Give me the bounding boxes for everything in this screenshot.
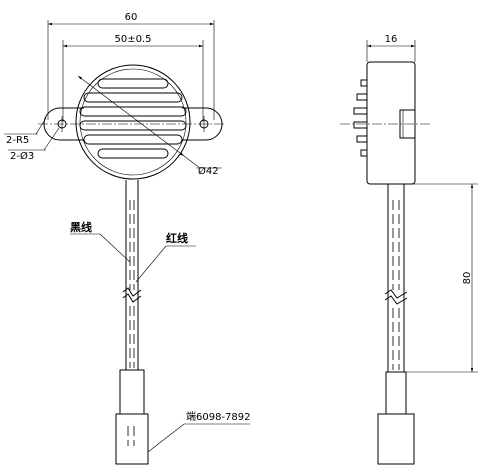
front-view: 60 50±0.5 bbox=[4, 12, 251, 465]
red-wire-callout: 红线 bbox=[135, 231, 196, 283]
black-wire-label: 黑线 bbox=[70, 220, 92, 234]
dim-wire-length-label: 80 bbox=[462, 272, 473, 285]
dim-wire-length: 80 bbox=[404, 183, 478, 373]
dim-overall-width-label: 60 bbox=[125, 12, 138, 23]
connector bbox=[115, 369, 149, 465]
dim-hole-diameter-label: 2-Ø3 bbox=[10, 150, 34, 162]
side-connector bbox=[377, 371, 415, 465]
side-wire bbox=[384, 184, 408, 372]
side-fins bbox=[353, 79, 368, 157]
black-wire-callout: 黑线 bbox=[70, 220, 131, 263]
connector-callout: 端6098-7892 bbox=[147, 410, 251, 453]
dim-mount-spacing: 50±0.5 bbox=[62, 34, 204, 122]
dim-overall-width: 60 bbox=[47, 12, 215, 120]
side-housing bbox=[366, 61, 416, 185]
body-inner-circle bbox=[79, 68, 187, 176]
dim-body-diameter-label: Ø42 bbox=[198, 165, 219, 177]
dim-body-diameter: Ø42 bbox=[77, 75, 222, 177]
dim-mount-radius-label: 2-R5 bbox=[6, 135, 29, 146]
mounting-ears bbox=[43, 107, 223, 141]
side-connector-housing bbox=[377, 413, 415, 465]
connector-part-label: 端6098-7892 bbox=[186, 410, 251, 423]
dim-hole-diameter: 2-Ø3 bbox=[8, 127, 60, 162]
mounting-holes bbox=[57, 116, 209, 132]
dim-depth: 16 bbox=[366, 34, 416, 62]
red-wire-label: 红线 bbox=[166, 231, 188, 245]
dim-mount-spacing-label: 50±0.5 bbox=[114, 34, 151, 45]
body-circle bbox=[75, 64, 191, 180]
dim-depth-label: 16 bbox=[385, 34, 398, 45]
side-view: 16 bbox=[340, 34, 478, 465]
grille-slots bbox=[79, 78, 187, 159]
side-tab bbox=[399, 109, 416, 139]
wire-bundle bbox=[122, 180, 142, 370]
dim-mount-radius: 2-R5 bbox=[4, 117, 47, 146]
connector-housing bbox=[115, 413, 149, 465]
